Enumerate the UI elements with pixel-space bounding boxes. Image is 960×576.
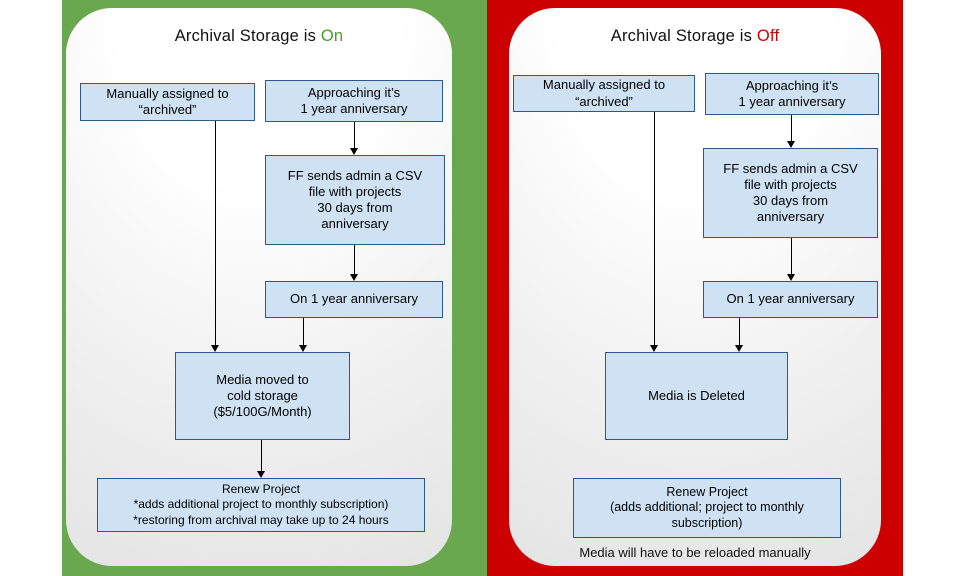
arrowhead-icon xyxy=(735,345,743,352)
arrowhead-icon xyxy=(350,148,358,155)
arrow-left-manual-to-coldstorage xyxy=(215,121,216,345)
arrowhead-icon xyxy=(299,345,307,352)
title-left-prefix: Archival Storage is xyxy=(174,27,321,45)
arrow-left-anniversary-to-coldstorage xyxy=(303,318,304,345)
arrowhead-icon xyxy=(787,141,795,148)
arrowhead-icon xyxy=(350,274,358,281)
title-archival-off: Archival Storage is Off xyxy=(509,27,881,46)
left-box-manually-assigned: Manually assigned to “archived” xyxy=(80,83,255,121)
right-box-csv-notification: FF sends admin a CSV file with projects … xyxy=(703,148,878,238)
arrow-left-coldstorage-to-renew xyxy=(261,440,262,471)
status-on-label: On xyxy=(320,27,344,45)
right-footnote: Media will have to be reloaded manually xyxy=(579,545,811,560)
left-box-approaching-anniversary: Approaching it’s 1 year anniversary xyxy=(265,80,443,122)
title-right-prefix: Archival Storage is xyxy=(610,27,757,45)
status-off-label: Off xyxy=(756,27,780,45)
arrow-right-csv-to-anniversary xyxy=(791,238,792,274)
arrowhead-icon xyxy=(257,471,265,478)
right-box-on-anniversary: On 1 year anniversary xyxy=(703,281,878,318)
arrow-left-csv-to-anniversary xyxy=(354,245,355,274)
right-box-renew-project: Renew Project (adds additional; project … xyxy=(573,478,841,538)
left-box-on-anniversary: On 1 year anniversary xyxy=(265,281,443,318)
left-box-renew-project: Renew Project *adds additional project t… xyxy=(97,478,425,532)
right-box-approaching-anniversary: Approaching it’s 1 year anniversary xyxy=(705,73,879,115)
left-box-csv-notification: FF sends admin a CSV file with projects … xyxy=(265,155,445,245)
arrow-right-approaching-to-csv xyxy=(791,115,792,141)
title-archival-on: Archival Storage is On xyxy=(66,27,452,46)
right-box-manually-assigned: Manually assigned to “archived” xyxy=(513,75,695,112)
arrowhead-icon xyxy=(211,345,219,352)
arrow-right-manual-to-deleted xyxy=(654,112,655,345)
arrow-right-anniversary-to-deleted xyxy=(739,318,740,345)
arrowhead-icon xyxy=(787,274,795,281)
arrow-left-approaching-to-csv xyxy=(354,122,355,148)
left-box-cold-storage: Media moved to cold storage ($5/100G/Mon… xyxy=(175,352,350,440)
right-box-media-deleted: Media is Deleted xyxy=(605,352,788,440)
arrowhead-icon xyxy=(650,345,658,352)
